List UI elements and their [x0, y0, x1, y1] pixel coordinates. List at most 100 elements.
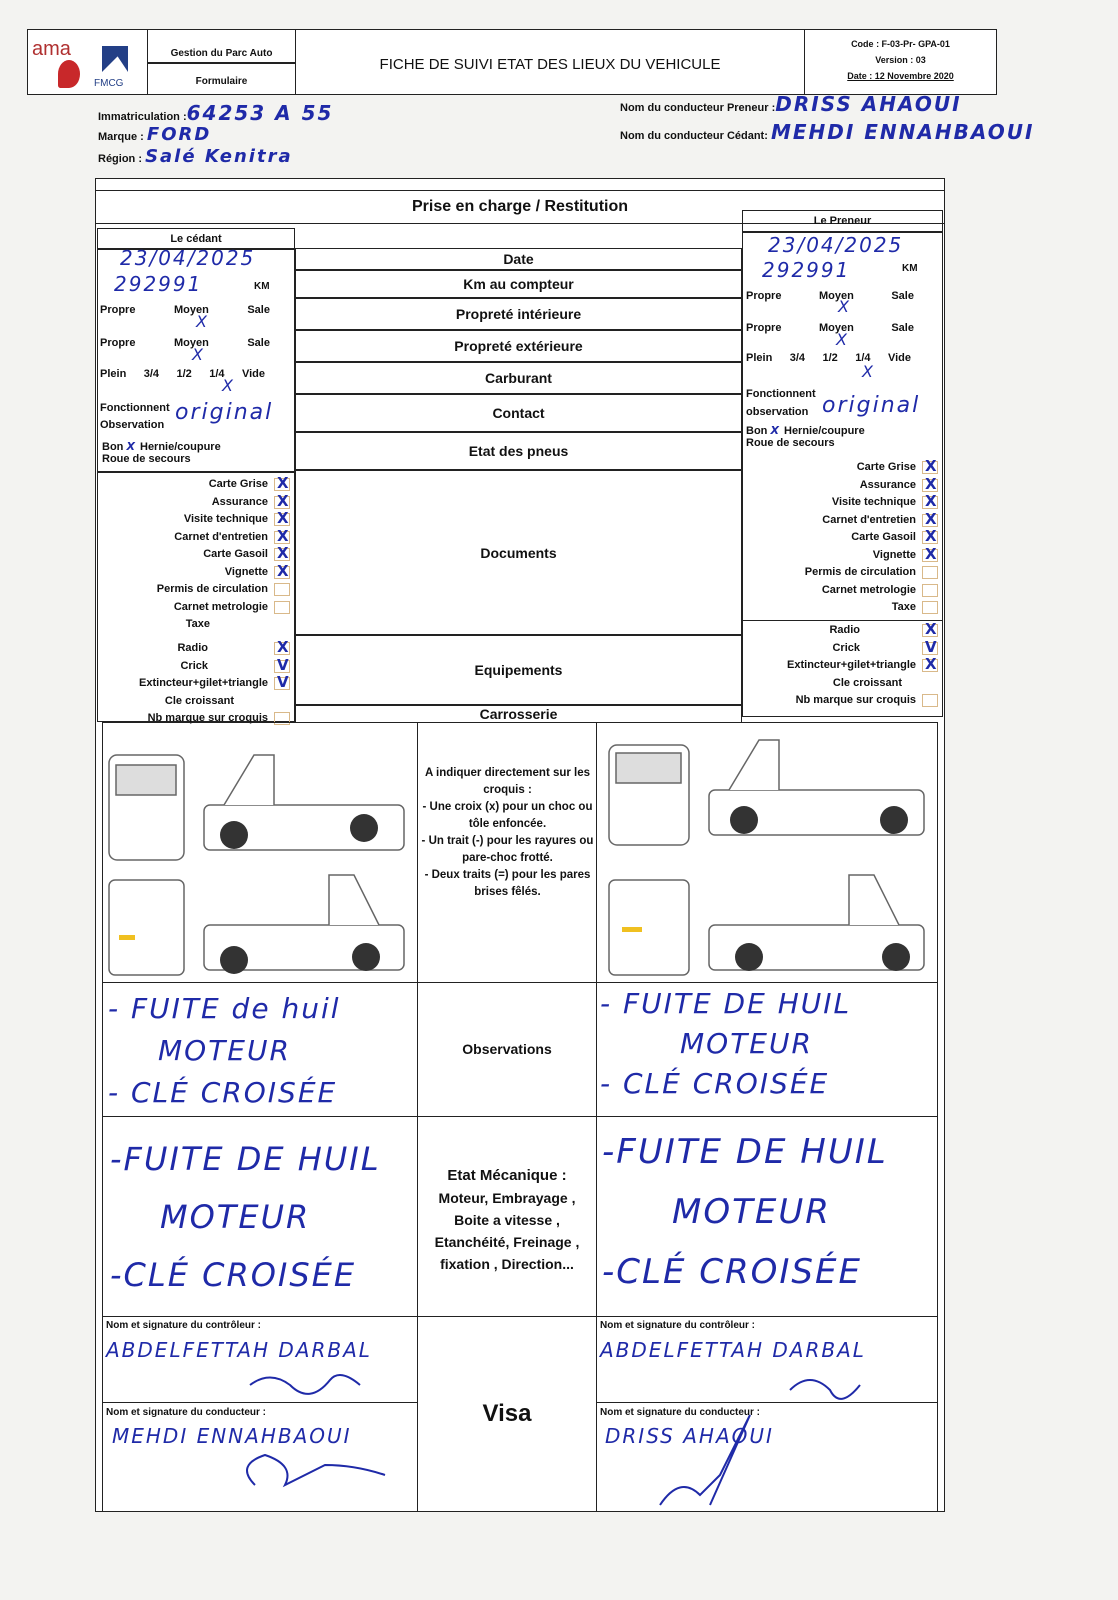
preneur-contact-value[interactable]: original: [822, 393, 921, 418]
marque-value: FORD: [146, 124, 212, 145]
checkbox[interactable]: [922, 601, 938, 615]
col-preneur: Le Preneur: [742, 210, 943, 232]
form-header: ama FMCG Gestion du Parc Auto Formulaire…: [27, 29, 997, 95]
km-unit: KM: [902, 263, 918, 274]
sketch-instructions: A indiquer directement sur les croquis :…: [421, 767, 594, 898]
page-title: FICHE DE SUIVI ETAT DES LIEUX DU VEHICUL…: [379, 56, 721, 73]
observations-label: Observations: [462, 1041, 552, 1057]
row-date: Date: [295, 248, 742, 270]
observation-label: observation: [746, 406, 809, 418]
controller-signature-right[interactable]: ABDELFETTAH DARBAL: [600, 1338, 866, 1362]
logo-arrow-icon: [102, 46, 128, 72]
doc-date: Date : 12 Novembre 2020: [847, 71, 954, 81]
doc-item: Carnet metrologie: [100, 599, 290, 617]
cedant-contact-value[interactable]: original: [175, 400, 274, 425]
checkbox[interactable]: X: [922, 458, 938, 475]
preneur-km[interactable]: 292991: [762, 258, 851, 282]
controller-signature-left[interactable]: ABDELFETTAH DARBAL: [106, 1338, 372, 1362]
controller-label-left: Nom et signature du contrôleur :: [106, 1320, 262, 1331]
row-documents: Documents: [295, 470, 742, 635]
checkbox[interactable]: X: [274, 527, 290, 544]
department: Gestion du Parc Auto: [148, 30, 296, 64]
check-mark: X: [196, 312, 209, 331]
immat-value: 64253 A 55: [186, 101, 334, 125]
checkbox[interactable]: X: [922, 510, 938, 527]
checkbox[interactable]: X: [274, 510, 290, 527]
doc-item: Permis de circulation: [100, 581, 290, 599]
row-contact: Contact: [295, 394, 742, 432]
checkbox[interactable]: X: [274, 562, 290, 579]
checkbox[interactable]: [274, 583, 290, 597]
checkbox[interactable]: V: [922, 638, 938, 655]
immat-label: Immatriculation :: [98, 111, 187, 123]
checkbox[interactable]: X: [922, 656, 938, 673]
checkbox[interactable]: X: [274, 492, 290, 509]
eq-item: Nb marque sur croquis: [746, 692, 938, 710]
checkbox[interactable]: X: [922, 493, 938, 510]
checkbox[interactable]: [274, 712, 290, 726]
checkbox[interactable]: V: [274, 674, 290, 691]
checkbox[interactable]: X: [922, 475, 938, 492]
row-carrosserie: Carrosserie: [295, 705, 742, 723]
row-equipments: Equipements: [295, 635, 742, 705]
checkbox[interactable]: X: [274, 639, 290, 656]
vehicle-sketch-right: [608, 739, 925, 976]
checkbox[interactable]: X: [274, 545, 290, 562]
preneur-value: DRISS AHAOUI: [775, 92, 962, 116]
logo-text: ama: [32, 38, 71, 60]
driver-label-right: Nom et signature du conducteur :: [600, 1407, 761, 1418]
preneur-date[interactable]: 23/04/2025: [768, 233, 904, 257]
preneur-label: Nom du conducteur Preneur :: [620, 102, 776, 114]
driver-signature-left[interactable]: MEHDI ENNAHBAOUI: [112, 1424, 352, 1448]
checkbox[interactable]: X: [922, 528, 938, 545]
doc-item: Carnet metrologie: [746, 582, 938, 600]
checkbox[interactable]: [922, 583, 938, 597]
checkbox[interactable]: [922, 694, 938, 708]
checkbox[interactable]: [922, 566, 938, 580]
checkbox[interactable]: X: [274, 475, 290, 492]
region-value: Salé Kenitra: [145, 146, 293, 167]
company-logo: ama FMCG: [28, 30, 148, 94]
checkbox[interactable]: X: [922, 545, 938, 562]
controller-label-right: Nom et signature du contrôleur :: [600, 1320, 756, 1331]
visa-label: Visa: [482, 1400, 532, 1427]
cedant-date[interactable]: 23/04/2025: [120, 246, 256, 270]
check-mark: X: [838, 297, 851, 316]
col-cedant: Le cédant: [97, 228, 295, 250]
cedant-km[interactable]: 292991: [114, 272, 203, 296]
vehicle-info: Immatriculation :64253 A 55 Marque : FOR…: [98, 102, 333, 168]
divider: [102, 1402, 417, 1403]
divider: [742, 620, 943, 621]
row-km: Km au compteur: [295, 270, 742, 298]
row-interior: Propreté intérieure: [295, 298, 742, 330]
doc-item: Permis de circulation: [746, 564, 938, 582]
row-exterior: Propreté extérieure: [295, 330, 742, 362]
check-mark: X: [192, 345, 205, 364]
checkbox[interactable]: [274, 600, 290, 614]
checkbox[interactable]: X: [922, 621, 938, 638]
doc-code: Code : F-03-Pr- GPA-01: [851, 39, 950, 49]
checkbox[interactable]: V: [274, 656, 290, 673]
region-label: Région :: [98, 153, 142, 165]
